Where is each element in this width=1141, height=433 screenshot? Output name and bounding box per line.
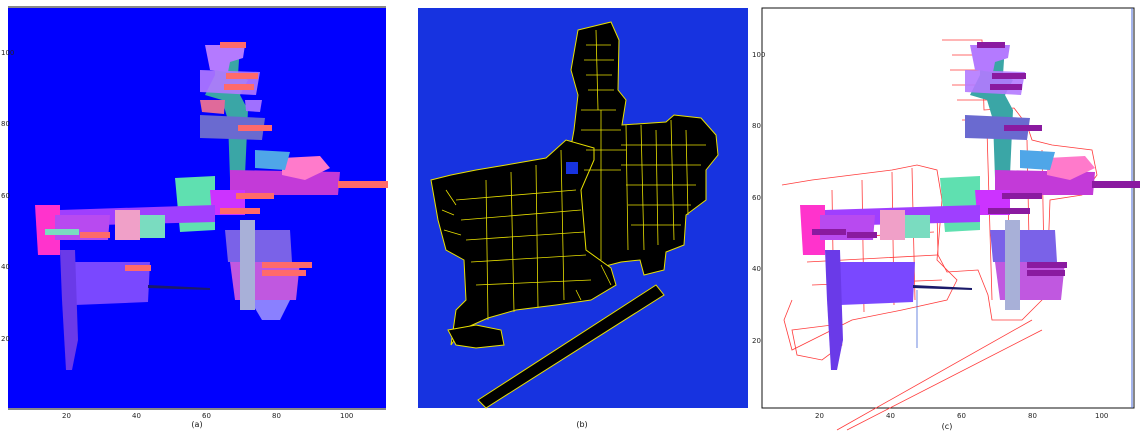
panel-c: 20 40 60 80 100 20 40 60 80 100 (c) <box>752 0 1141 433</box>
x-tick-label: 100 <box>1095 412 1108 420</box>
panel-b-courtyard <box>566 162 578 174</box>
x-tick-label: 60 <box>957 412 966 420</box>
y-tick-label: 60 <box>752 194 761 202</box>
panel-c-x-axis: 20 40 60 80 100 <box>815 412 1108 420</box>
panel-c-svg: 20 40 60 80 100 20 40 60 80 100 <box>752 7 1140 431</box>
x-tick-label: 20 <box>815 412 824 420</box>
x-tick-label: 100 <box>340 412 353 420</box>
panel-b-room-outlines <box>441 29 706 321</box>
panel-b-svg <box>418 8 748 409</box>
x-tick-label: 40 <box>886 412 895 420</box>
y-tick-label: 60 <box>1 192 10 200</box>
y-tick-label: 40 <box>752 265 761 273</box>
x-tick-label: 80 <box>272 412 281 420</box>
panel-a: 20 40 60 80 100 20 40 60 80 100 (a) <box>0 0 392 433</box>
panel-a-svg: 20 40 60 80 100 20 40 60 80 100 <box>1 6 388 420</box>
y-tick-label: 100 <box>752 51 765 59</box>
y-tick-label: 40 <box>1 263 10 271</box>
x-tick-label: 60 <box>202 412 211 420</box>
panel-a-caption: (a) <box>191 420 203 429</box>
panel-a-room-labels <box>45 42 388 276</box>
x-tick-label: 20 <box>62 412 71 420</box>
panel-b-map <box>430 21 719 409</box>
panel-a-y-axis: 20 40 60 80 100 <box>1 49 14 343</box>
y-tick-label: 80 <box>1 120 10 128</box>
y-tick-label: 100 <box>1 49 14 57</box>
panel-c-y-axis: 20 40 60 80 100 <box>752 51 765 345</box>
x-tick-label: 40 <box>132 412 141 420</box>
y-tick-label: 20 <box>752 337 761 345</box>
y-tick-label: 80 <box>752 122 761 130</box>
x-tick-label: 80 <box>1028 412 1037 420</box>
panel-b-caption: (b) <box>576 420 588 429</box>
y-tick-label: 20 <box>1 335 10 343</box>
panel-c-caption: (c) <box>941 422 953 431</box>
panel-b: (b) <box>416 0 752 433</box>
panel-a-map <box>35 45 340 370</box>
panel-a-x-axis: 20 40 60 80 100 <box>62 412 353 420</box>
panel-c-room-labels <box>812 42 1140 276</box>
